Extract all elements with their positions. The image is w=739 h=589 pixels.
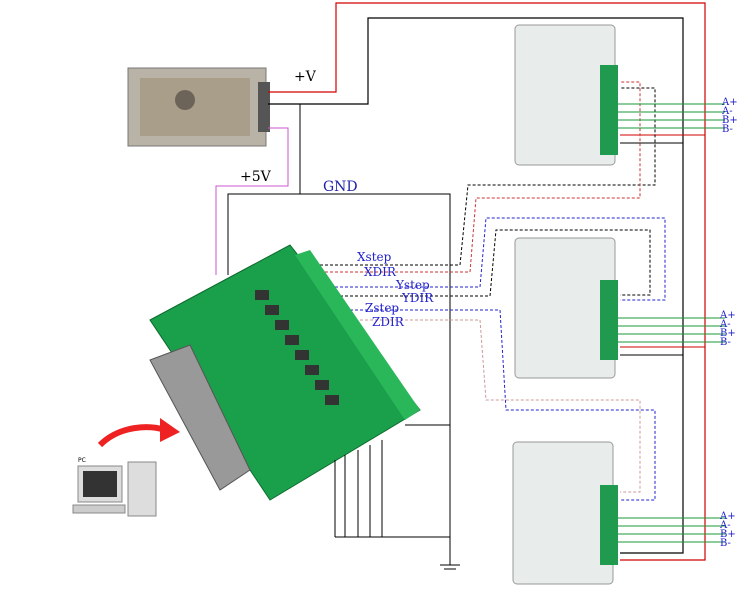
vplus-label: +V <box>294 69 316 85</box>
phase-x-b-minus: B- <box>722 124 733 135</box>
power-supply <box>127 67 270 147</box>
phase-y-b-minus: B- <box>720 337 731 348</box>
driver-x <box>514 24 618 166</box>
signal-ystep: Ystep <box>396 278 430 292</box>
vplus-wire <box>268 2 706 561</box>
breakout-board <box>149 244 421 501</box>
v5-wire <box>215 127 289 275</box>
gnd-bus <box>300 193 451 565</box>
phase-y-a-minus: A- <box>720 319 731 330</box>
driver-z <box>512 441 618 585</box>
signal-xstep: Xstep <box>357 250 392 264</box>
signal-ydir: YDIR <box>402 291 434 305</box>
phase-z-a-plus: A+ <box>720 511 736 522</box>
arrow-icon <box>97 424 166 448</box>
gnd-label: GND <box>323 179 358 195</box>
gnd-wire-top <box>268 17 684 554</box>
phase-x-a-minus: A- <box>722 106 733 117</box>
phase-z-b-plus: B+ <box>720 529 736 540</box>
phase-z-b-minus: B- <box>720 538 731 549</box>
gnd-wire-board <box>227 104 301 275</box>
phase-x-b-plus: B+ <box>722 115 738 126</box>
phase-y-a-plus: A+ <box>720 310 736 321</box>
pc-label: PC <box>78 457 86 464</box>
signal-zdir: ZDIR <box>372 315 404 329</box>
signal-zstep: Zstep <box>365 301 400 315</box>
pc-icon <box>72 461 157 517</box>
phase-x-a-plus: A+ <box>722 97 738 108</box>
signal-xdir: XDIR <box>364 265 396 279</box>
driver-y <box>514 237 618 379</box>
phase-y-b-plus: B+ <box>720 328 736 339</box>
v5-label: +5V <box>240 169 271 185</box>
phase-z-a-minus: A- <box>720 520 731 531</box>
